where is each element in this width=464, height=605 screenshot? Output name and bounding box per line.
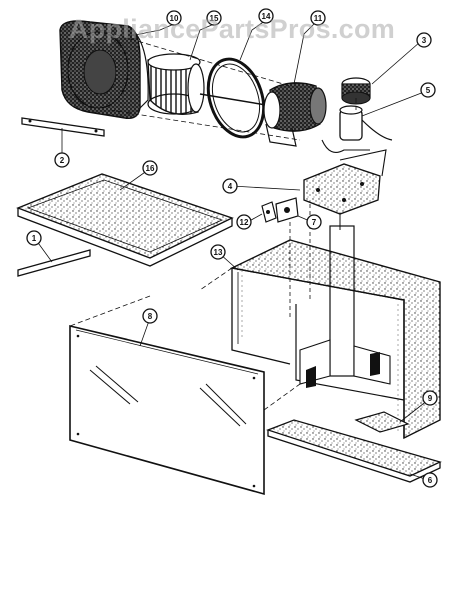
blower-motor [199, 82, 327, 147]
callout-bubble [210, 244, 226, 260]
callout-group: 10 15 14 11 3 5 2 16 4 12 7 13 1 8 9 6 [26, 8, 438, 488]
orifice-ring [206, 57, 266, 139]
callout-number: 3 [422, 36, 427, 45]
callout-bubble [310, 10, 326, 26]
callout-6: 6 [422, 472, 438, 488]
callout-number: 6 [428, 476, 433, 485]
callout-number: 2 [60, 156, 65, 165]
callout-bubble [142, 308, 158, 324]
blower-housing [59, 20, 149, 119]
callout-2: 2 [54, 152, 70, 168]
callout-7: 7 [306, 214, 322, 230]
front-panel [69, 324, 265, 496]
callout-11: 11 [310, 10, 326, 26]
limit-switch [261, 201, 277, 223]
callout-number: 5 [426, 86, 431, 95]
callout-bubble [258, 8, 274, 24]
housing-bracket [21, 117, 105, 137]
callout-16: 16 [142, 160, 158, 176]
callout-13: 13 [210, 244, 226, 260]
filter-bracket [17, 249, 91, 277]
callout-bubble [422, 390, 438, 406]
callout-4: 4 [222, 178, 238, 194]
callout-number: 10 [170, 14, 179, 23]
callout-number: 12 [240, 218, 249, 227]
callout-number: 9 [428, 394, 433, 403]
callout-10: 10 [166, 10, 182, 26]
callout-15: 15 [206, 10, 222, 26]
callout-number: 7 [312, 218, 317, 227]
assembly-guide-lines [69, 29, 357, 411]
callout-9: 9 [422, 390, 438, 406]
callout-number: 4 [228, 182, 233, 191]
run-capacitor [321, 105, 393, 153]
callout-number: 8 [148, 312, 153, 321]
switch-plate [275, 197, 299, 223]
drain-pan [266, 419, 442, 483]
access-panel [354, 411, 410, 433]
callout-1: 1 [26, 230, 42, 246]
callout-14: 14 [258, 8, 274, 24]
callout-5: 5 [420, 82, 436, 98]
air-filter [16, 173, 234, 267]
callout-bubble [236, 214, 252, 230]
callout-number: 11 [314, 14, 323, 23]
callout-bubble [26, 230, 42, 246]
motor-mounting-plate [303, 149, 387, 215]
callout-bubble [166, 10, 182, 26]
callout-bubble [54, 152, 70, 168]
callout-bubble [420, 82, 436, 98]
callout-number: 14 [262, 12, 271, 21]
callout-number: 1 [32, 234, 37, 243]
callout-3: 3 [416, 32, 432, 48]
callout-bubble [142, 160, 158, 176]
callout-bubble [222, 178, 238, 194]
callout-number: 16 [146, 164, 155, 173]
callout-12: 12 [236, 214, 252, 230]
callout-bubble [206, 10, 222, 26]
callout-bubble [422, 472, 438, 488]
callout-bubble [306, 214, 322, 230]
callout-number: 15 [210, 14, 219, 23]
callout-number: 13 [214, 248, 223, 257]
callout-bubble [416, 32, 432, 48]
blower-wheel [147, 53, 205, 115]
callout-8: 8 [142, 308, 158, 324]
